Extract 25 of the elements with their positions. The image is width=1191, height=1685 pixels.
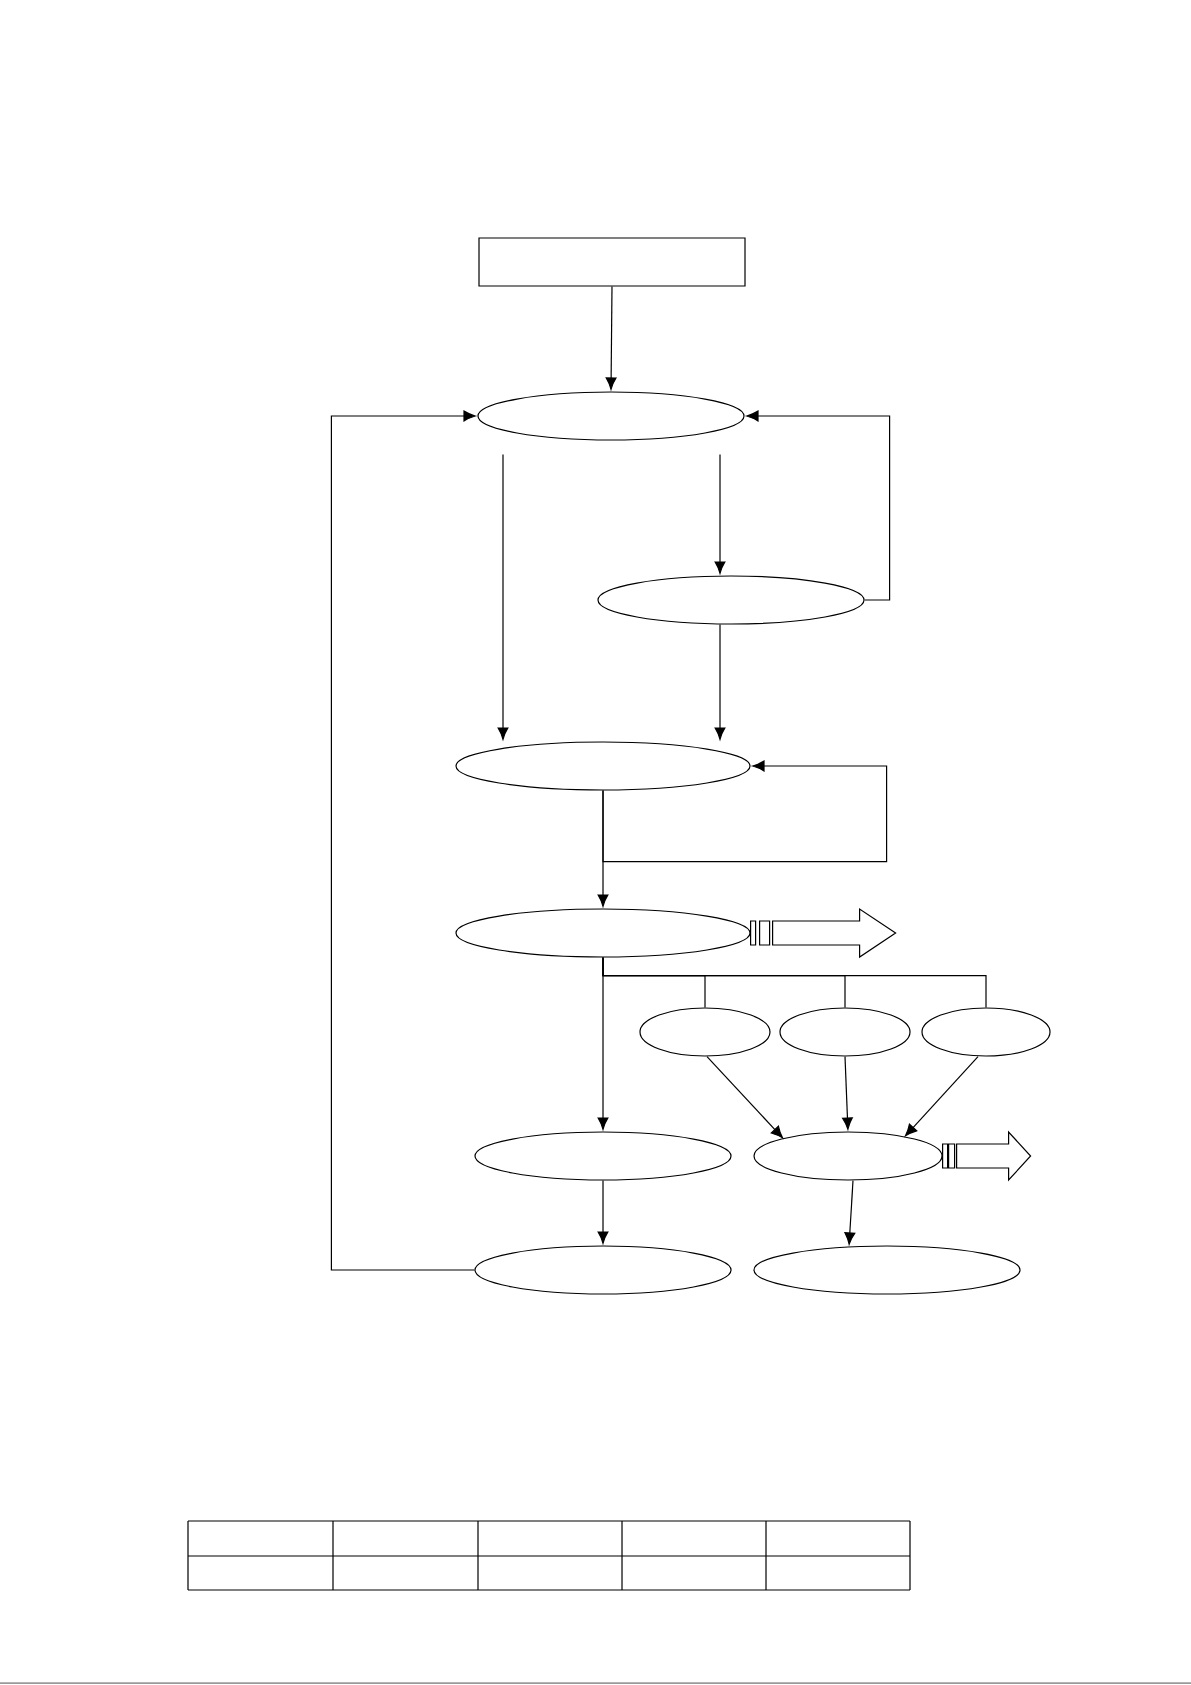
process-ellipse (474, 1131, 732, 1181)
connector-line (602, 957, 987, 1008)
process-box (478, 237, 746, 287)
process-ellipse (921, 1007, 1051, 1057)
process-ellipse (753, 1245, 1021, 1295)
arrow (706, 1056, 784, 1139)
arrow (842, 1056, 853, 1130)
process-ellipse (455, 908, 751, 958)
arrow (844, 1180, 856, 1245)
arrow (330, 410, 476, 1271)
arrow (597, 1180, 609, 1244)
process-ellipse (597, 575, 865, 625)
arrow (746, 410, 891, 601)
arrow (602, 760, 888, 863)
process-ellipse (474, 1245, 732, 1295)
process-ellipse (455, 741, 751, 791)
process-ellipse (779, 1007, 911, 1057)
process-ellipse (477, 391, 745, 441)
arrow (497, 454, 509, 740)
arrow (714, 624, 726, 740)
arrow (714, 454, 726, 574)
arrow (904, 1056, 979, 1137)
arrow (605, 286, 617, 390)
process-ellipse (639, 1007, 771, 1057)
process-ellipse (753, 1131, 943, 1181)
